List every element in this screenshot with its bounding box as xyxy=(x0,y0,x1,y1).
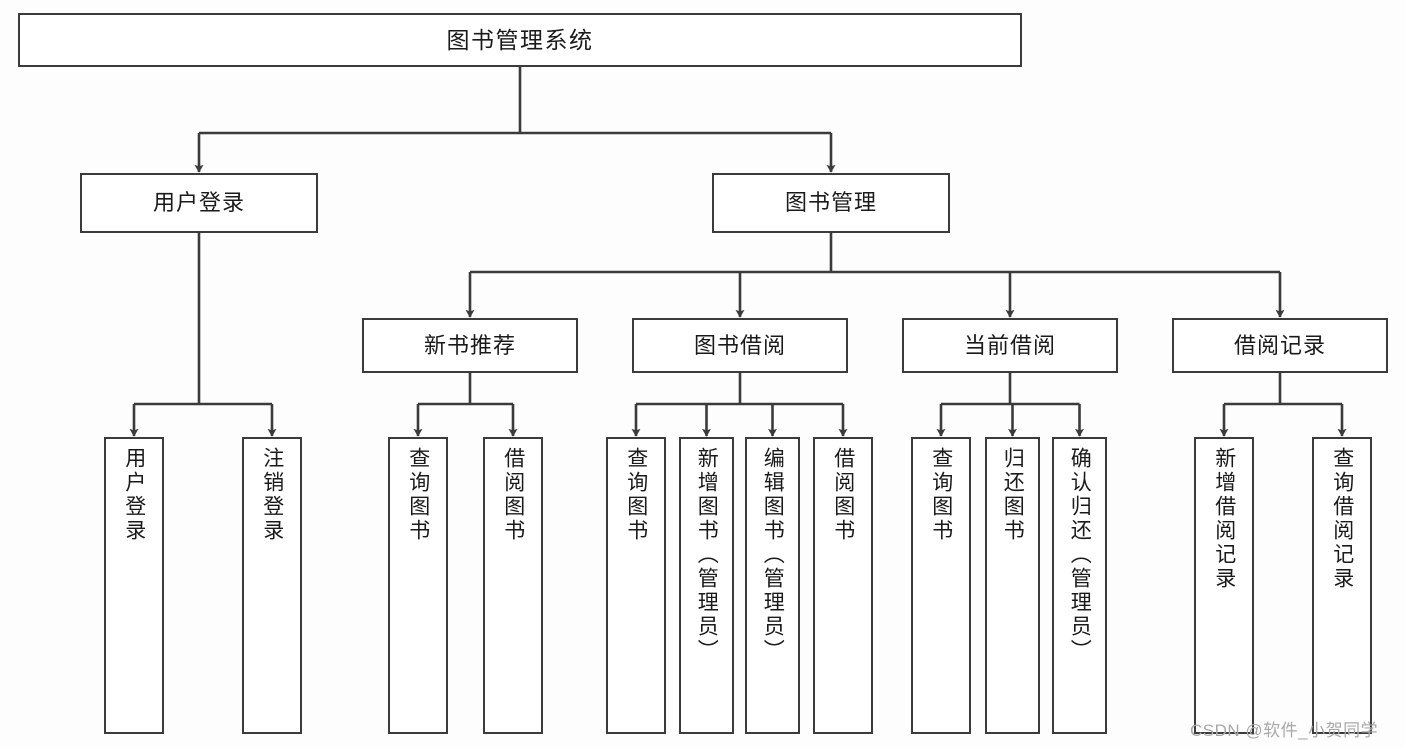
leaf-query-borrow-record-label: 查询借阅记录 xyxy=(1330,447,1354,591)
node-root-label: 图书管理系统 xyxy=(446,26,594,53)
leaf-current-query-book-label: 查询图书 xyxy=(929,447,953,543)
node-borrow-records[interactable]: 借阅记录 xyxy=(1172,318,1388,373)
leaf-confirm-return-admin[interactable]: 确认归还（管理员） xyxy=(1052,437,1107,734)
node-new-book-recommend[interactable]: 新书推荐 xyxy=(362,318,578,373)
leaf-logout[interactable]: 注销登录 xyxy=(242,437,302,734)
node-current-borrow-label: 当前借阅 xyxy=(963,332,1056,358)
node-new-book-recommend-label: 新书推荐 xyxy=(423,332,516,358)
leaf-return-book-label: 归还图书 xyxy=(1001,447,1025,543)
leaf-new-borrow-book[interactable]: 借阅图书 xyxy=(483,437,543,734)
leaf-borrow-book[interactable]: 借阅图书 xyxy=(813,437,873,734)
leaf-current-query-book[interactable]: 查询图书 xyxy=(911,437,971,734)
node-current-borrow[interactable]: 当前借阅 xyxy=(902,318,1118,373)
leaf-user-login[interactable]: 用户登录 xyxy=(104,437,164,734)
leaf-borrow-query-book[interactable]: 查询图书 xyxy=(606,437,666,734)
leaf-add-book-admin[interactable]: 新增图书（管理员） xyxy=(679,437,734,734)
leaf-new-borrow-book-label: 借阅图书 xyxy=(501,447,525,543)
leaf-new-query-book[interactable]: 查询图书 xyxy=(388,437,448,734)
leaf-add-book-admin-label: 新增图书（管理员） xyxy=(695,447,719,663)
node-book-management-label: 图书管理 xyxy=(784,190,877,215)
csdn-watermark: CSDN @软件_小贺同学 xyxy=(1190,721,1379,740)
node-book-management[interactable]: 图书管理 xyxy=(712,173,950,233)
node-user-login-label: 用户登录 xyxy=(152,190,245,215)
leaf-query-borrow-record[interactable]: 查询借阅记录 xyxy=(1312,437,1372,734)
leaf-confirm-return-admin-label: 确认归还（管理员） xyxy=(1068,447,1092,663)
leaf-user-login-label: 用户登录 xyxy=(122,447,146,543)
leaf-add-borrow-record-label: 新增借阅记录 xyxy=(1212,447,1236,591)
node-root[interactable]: 图书管理系统 xyxy=(18,13,1022,67)
leaf-return-book[interactable]: 归还图书 xyxy=(985,437,1040,734)
leaf-new-query-book-label: 查询图书 xyxy=(406,447,430,543)
node-borrow-records-label: 借阅记录 xyxy=(1233,332,1326,358)
node-user-login[interactable]: 用户登录 xyxy=(80,173,318,233)
leaf-edit-book-admin-label: 编辑图书（管理员） xyxy=(761,447,785,663)
leaf-borrow-query-book-label: 查询图书 xyxy=(624,447,648,543)
node-book-borrow[interactable]: 图书借阅 xyxy=(632,318,848,373)
leaf-add-borrow-record[interactable]: 新增借阅记录 xyxy=(1194,437,1254,734)
node-book-borrow-label: 图书借阅 xyxy=(693,332,786,358)
leaf-edit-book-admin[interactable]: 编辑图书（管理员） xyxy=(745,437,800,734)
leaf-logout-label: 注销登录 xyxy=(260,447,284,543)
leaf-borrow-book-label: 借阅图书 xyxy=(831,447,855,543)
